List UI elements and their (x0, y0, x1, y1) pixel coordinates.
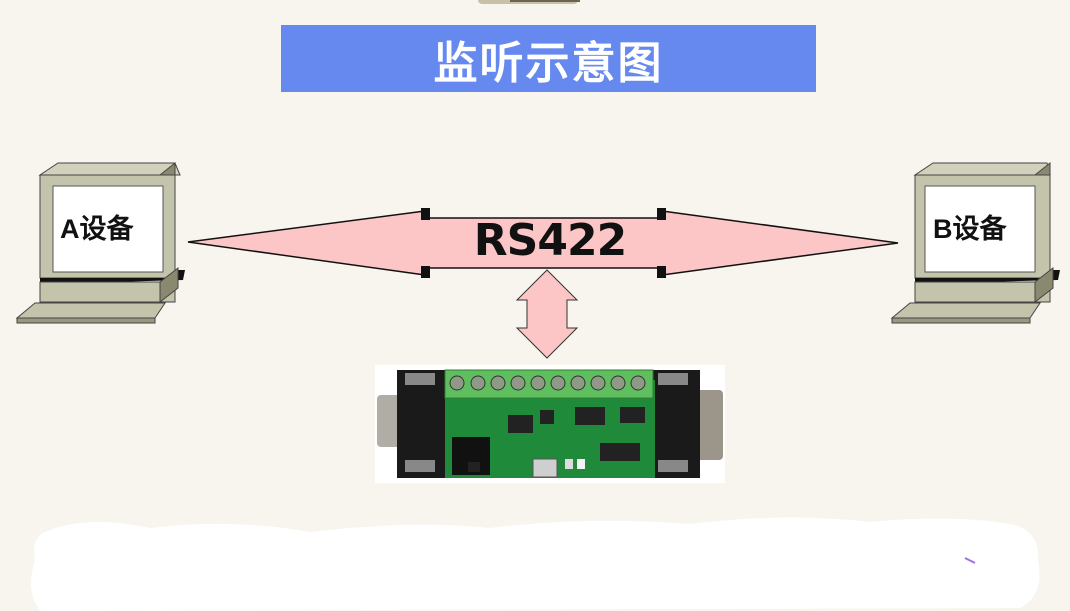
bus-label: RS422 (473, 215, 627, 266)
device-a-label: A设备 (60, 214, 134, 244)
redacted-area (31, 517, 1040, 611)
monitor-double-arrow (515, 269, 579, 359)
title-banner: 监听示意图 (281, 25, 816, 92)
computer-icon (15, 161, 185, 324)
top-image-edge-dark (510, 0, 580, 2)
rs422-monitor-board (375, 365, 725, 483)
pcb-board-icon (375, 365, 725, 483)
device-a-computer: A设备 (15, 160, 185, 325)
top-image-edge (478, 0, 578, 4)
computer-icon (890, 161, 1060, 324)
device-b-label: B设备 (933, 214, 1007, 244)
device-b-computer: B设备 (890, 160, 1060, 325)
diagram-title: 监听示意图 (433, 37, 664, 89)
